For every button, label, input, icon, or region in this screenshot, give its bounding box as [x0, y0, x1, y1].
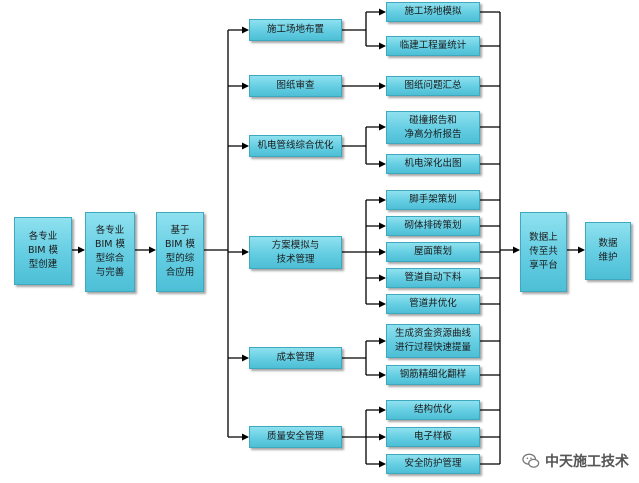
node-cost-management: 成本管理	[249, 347, 342, 369]
node-structure-optimization: 结构优化	[386, 400, 480, 420]
node-mep-detailing: 机电深化出图	[386, 154, 480, 174]
node-data-maintenance: 数据 维护	[585, 222, 631, 280]
node-model-creation: 各专业 BIM 模 型创建	[14, 217, 72, 285]
node-site-layout: 施工场地布置	[249, 19, 342, 41]
node-masonry: 砌体排砖策划	[386, 216, 480, 236]
watermark-text: 中天施工技术	[545, 454, 629, 470]
node-scheme-simulation: 方案模拟与 技术管理	[249, 236, 342, 269]
node-drawing-issues: 图纸问题汇总	[386, 76, 480, 96]
node-temp-quantity: 临建工程量统计	[386, 36, 480, 56]
node-rebar-detailing: 钢筋精细化翻样	[386, 365, 480, 385]
node-pipe-cutting: 管道自动下料	[386, 268, 480, 288]
node-scaffold: 脚手架策划	[386, 190, 480, 210]
wechat-icon	[522, 453, 540, 468]
node-electronic-sample: 电子样板	[386, 427, 480, 447]
node-collision-report: 碰撞报告和 净高分析报告	[386, 111, 480, 144]
node-pipe-well: 管道井优化	[386, 294, 480, 314]
node-model-integration: 各专业 BIM 模 型综合 与完善	[85, 212, 135, 292]
node-mep-optimization: 机电管线综合优化	[249, 135, 342, 157]
node-data-upload: 数据上 传至共 享平台	[520, 212, 567, 292]
node-model-application: 基于 BIM 模 型的综 合应用	[156, 212, 204, 292]
node-site-simulation: 施工场地模拟	[386, 2, 480, 22]
node-safety-protection: 安全防护管理	[386, 454, 480, 474]
watermark: 中天施工技术	[522, 451, 629, 471]
node-quality-safety: 质量安全管理	[249, 426, 342, 448]
node-fund-curve: 生成资金资源曲线 进行过程快速提量	[386, 324, 480, 358]
node-drawing-review: 图纸审查	[249, 75, 342, 97]
node-roof: 屋面策划	[386, 242, 480, 262]
